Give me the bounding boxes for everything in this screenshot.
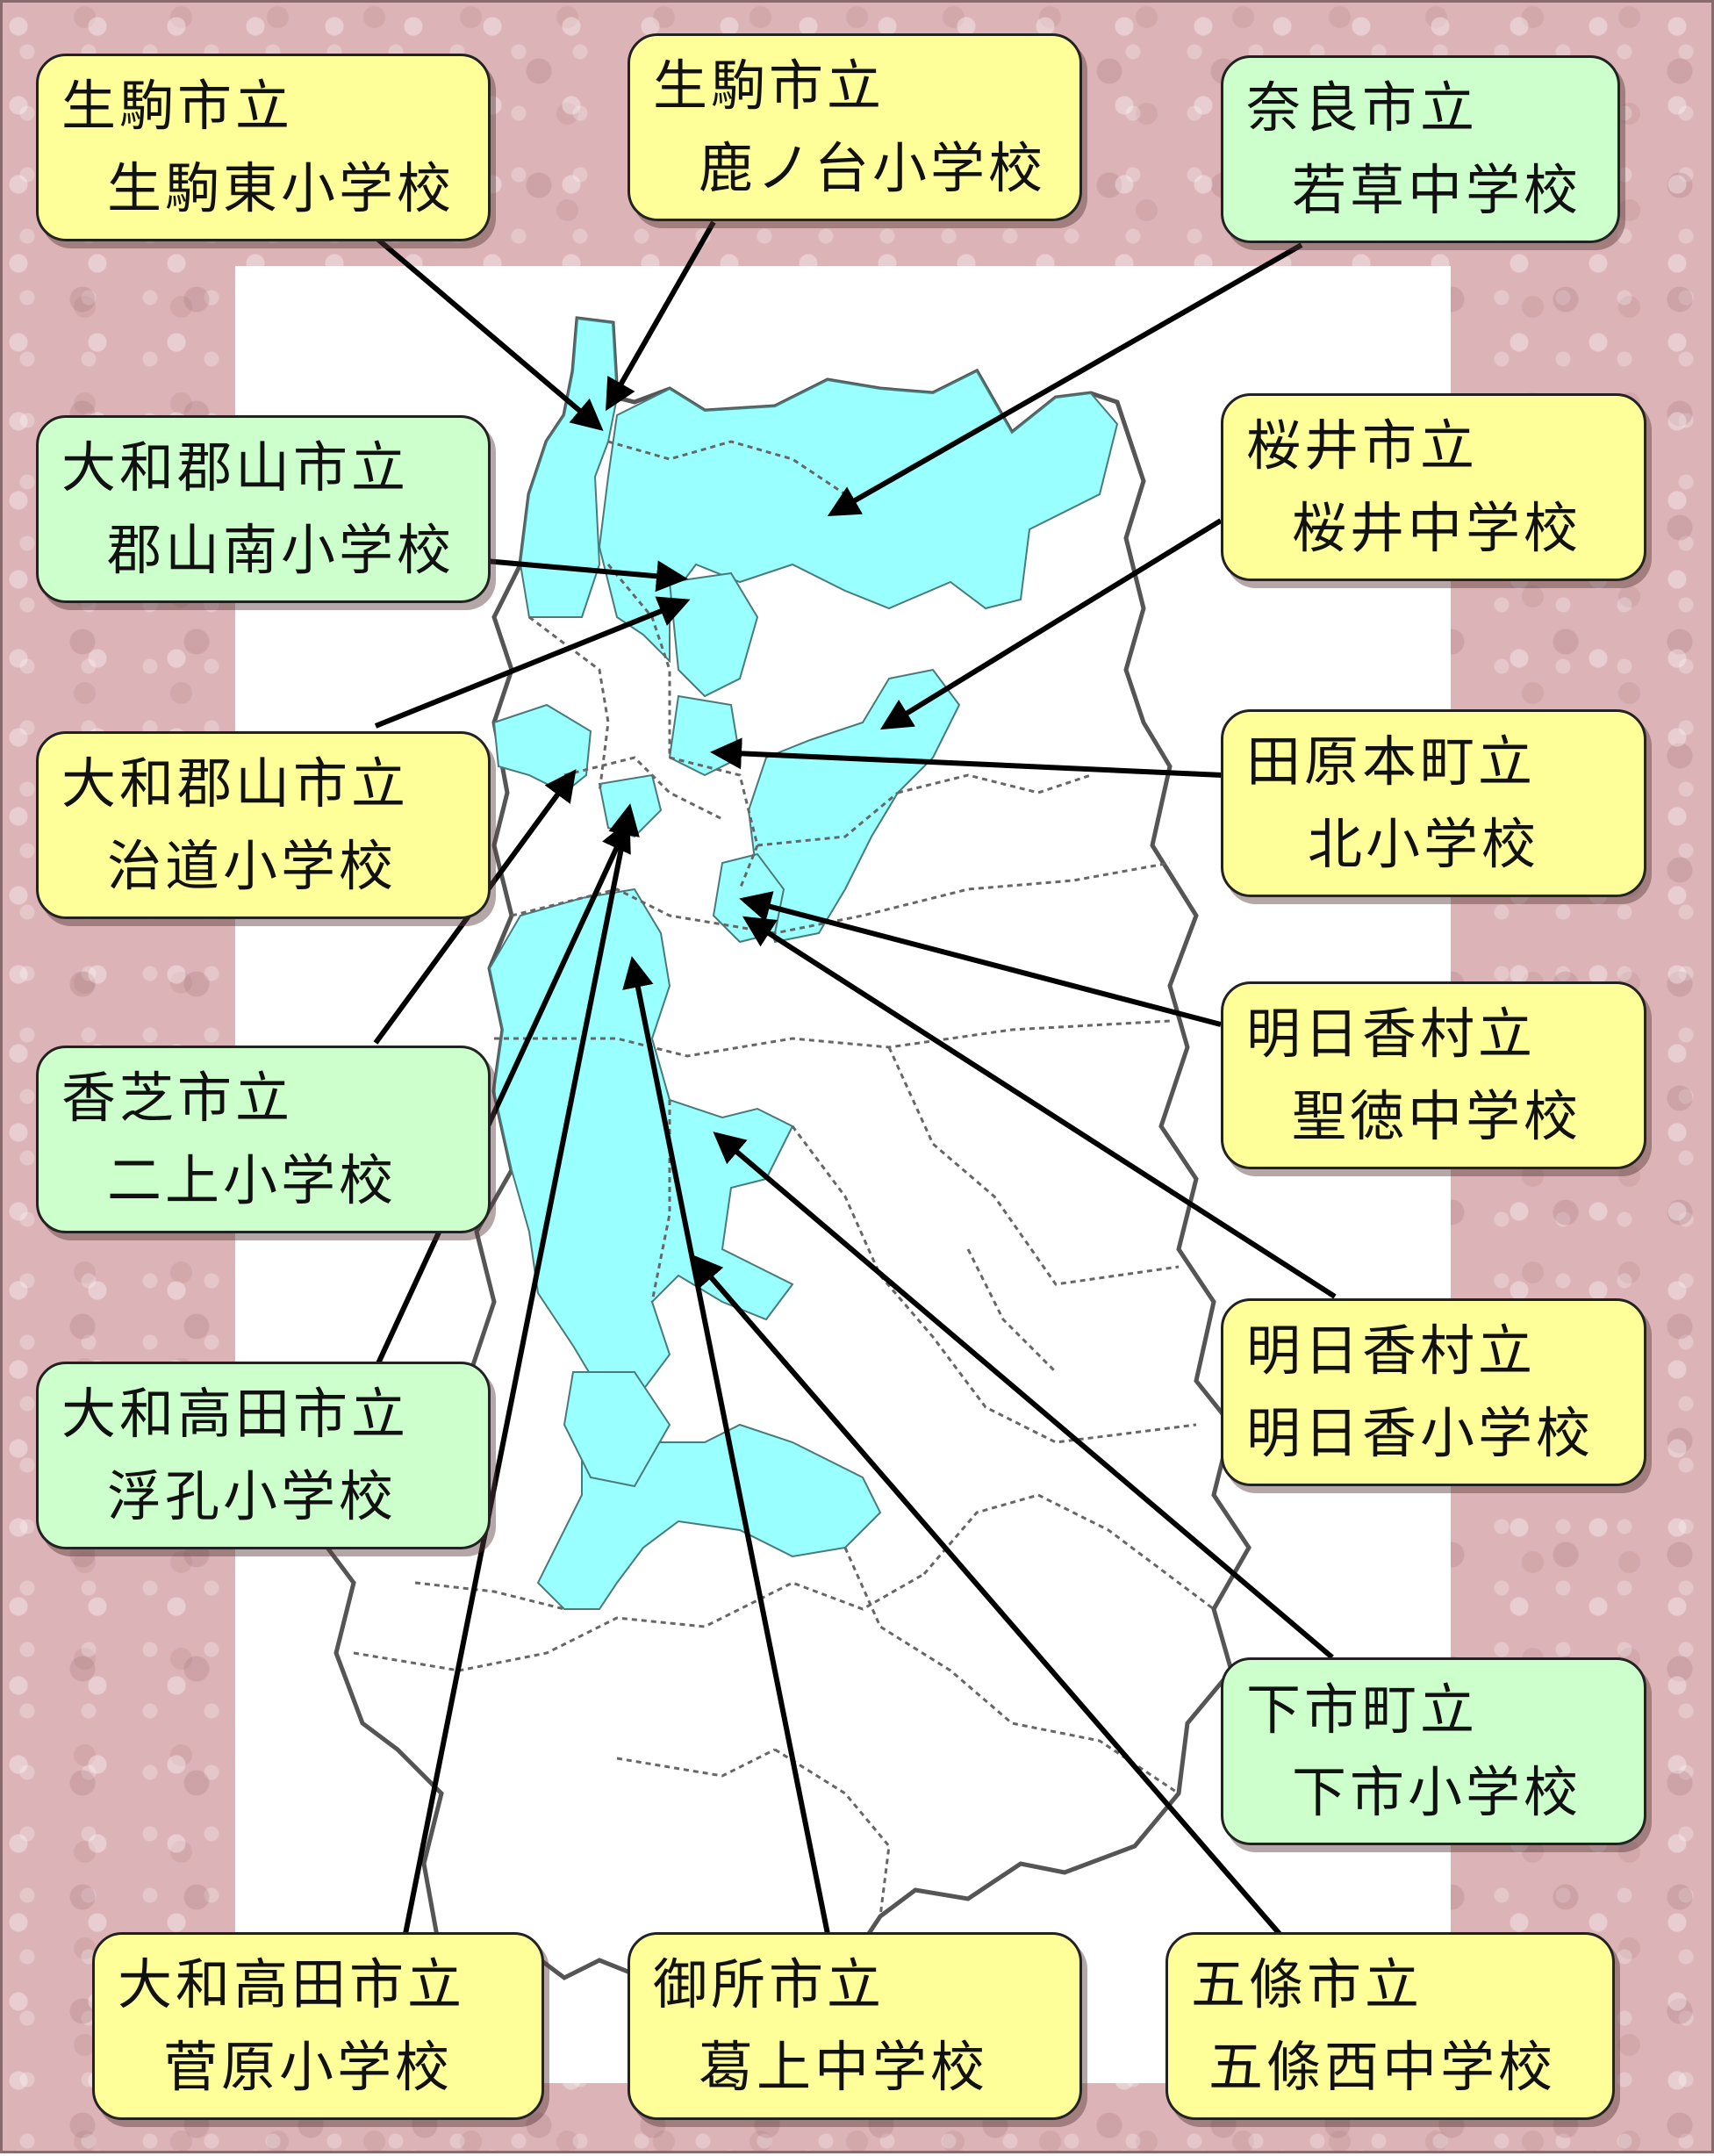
arrow-shikanodai — [606, 220, 716, 412]
arrow-wakakusa — [827, 242, 1303, 516]
arrow-tawaramoto-kita — [710, 737, 1223, 778]
region-tawaramoto — [668, 694, 742, 777]
callout-line2: 葛上中学校 — [699, 2035, 989, 2099]
callout-wakakusa: 奈良市立 若草中学校 — [1221, 55, 1620, 243]
callout-shotoku: 明日香村立 聖徳中学校 — [1221, 981, 1646, 1169]
region-koriyama — [668, 571, 759, 698]
callout-line1: 生駒市立 — [61, 74, 294, 138]
callout-sakurai: 桜井市立 桜井中学校 — [1221, 393, 1646, 581]
arrow-katsuragi — [622, 956, 830, 1935]
arrow-sakurai — [879, 518, 1223, 730]
arrow-ukena — [376, 819, 631, 1365]
callout-line2: 二上小学校 — [107, 1148, 398, 1212]
callout-line1: 桜井市立 — [1246, 413, 1479, 478]
callout-line1: 奈良市立 — [1246, 75, 1479, 140]
arrow-asuka — [742, 916, 1337, 1299]
municipal-boundaries — [353, 440, 1215, 1917]
callout-arrows — [373, 220, 1337, 1944]
region-nara — [598, 370, 1119, 664]
arrow-shotoku — [739, 891, 1222, 1027]
callout-sugahara: 大和高田市立 菅原小学校 — [92, 1932, 544, 2120]
callout-shimoichi: 下市町立 下市小学校 — [1221, 1657, 1646, 1845]
callout-line2: 北小学校 — [1308, 812, 1540, 876]
arrow-sugahara — [401, 803, 640, 1944]
arrow-shimoichi — [713, 1132, 1334, 1660]
callout-line2: 聖徳中学校 — [1292, 1084, 1582, 1148]
callout-line2: 郡山南小学校 — [107, 518, 455, 582]
callout-line2: 菅原小学校 — [163, 2035, 454, 2099]
callout-line2: 若草中学校 — [1292, 158, 1582, 222]
region-gojo — [563, 1371, 671, 1488]
callout-line2: 治道小学校 — [107, 834, 398, 898]
callout-line1: 生駒市立 — [653, 54, 886, 118]
callout-line1: 大和郡山市立 — [61, 435, 410, 499]
callout-line2: 下市小学校 — [1292, 1760, 1582, 1824]
callout-line1: 御所市立 — [653, 1952, 886, 2016]
arrow-ikoma-higashi — [377, 237, 604, 431]
callout-koriyama-minami: 大和郡山市立 郡山南小学校 — [36, 415, 491, 603]
callout-line1: 下市町立 — [1246, 1678, 1479, 1742]
callout-ukena: 大和高田市立 浮孔小学校 — [36, 1362, 491, 1549]
callout-line1: 五條市立 — [1191, 1952, 1424, 2016]
callout-line2: 明日香小学校 — [1246, 1401, 1595, 1465]
callout-jido: 大和郡山市立 治道小学校 — [36, 731, 491, 919]
callout-line1: 大和高田市立 — [61, 1382, 410, 1446]
callout-asuka: 明日香村立 明日香小学校 — [1221, 1298, 1646, 1486]
callout-line1: 大和高田市立 — [118, 1952, 466, 2016]
callout-line1: 田原本町立 — [1246, 729, 1537, 794]
callout-line2: 鹿ノ台小学校 — [699, 136, 1047, 200]
callout-ikoma-higashi: 生駒市立 生駒東小学校 — [36, 54, 491, 241]
arrow-koriyama-minami — [484, 558, 688, 593]
callout-line1: 香芝市立 — [61, 1066, 294, 1130]
callout-tawaramoto-kita: 田原本町立 北小学校 — [1221, 709, 1646, 897]
callout-line2: 生駒東小学校 — [107, 156, 455, 220]
callout-shikanodai: 生駒市立 鹿ノ台小学校 — [628, 33, 1082, 221]
callout-line1: 明日香村立 — [1246, 1002, 1537, 1066]
callout-katsuragi: 御所市立 葛上中学校 — [628, 1932, 1082, 2120]
callout-futakami: 香芝市立 二上小学校 — [36, 1046, 491, 1233]
arrow-jido-upper — [374, 596, 691, 729]
callout-line1: 大和郡山市立 — [61, 751, 410, 816]
arrow-gojo-nishi — [691, 1254, 1282, 1936]
callout-gojo-nishi: 五條市立 五條西中学校 — [1165, 1932, 1615, 2120]
callout-line2: 浮孔小学校 — [107, 1464, 398, 1528]
region-sakurai — [747, 668, 961, 944]
callout-line1: 明日香村立 — [1246, 1319, 1537, 1383]
callout-line2: 桜井中学校 — [1292, 496, 1582, 560]
callout-line2: 五條西中学校 — [1208, 2035, 1557, 2099]
prefecture-map — [324, 220, 1337, 1989]
